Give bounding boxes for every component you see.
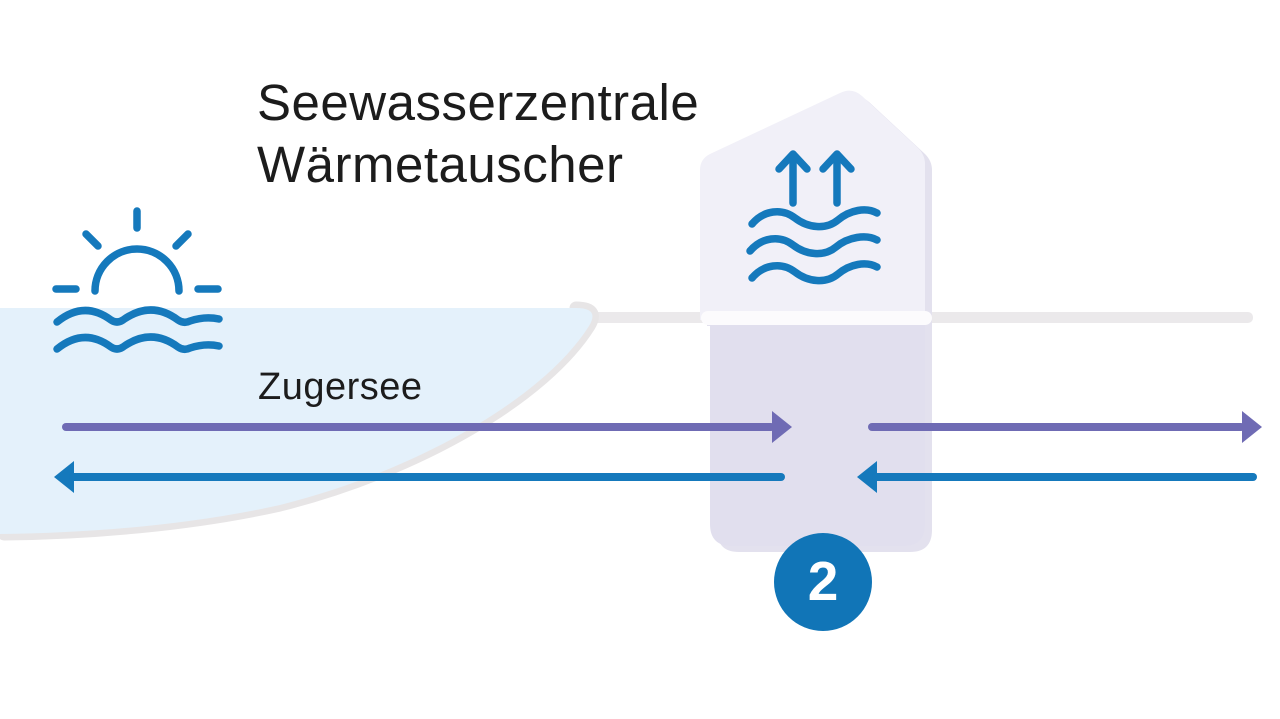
sun-over-water-icon	[52, 207, 223, 354]
diagram-title-line2: Wärmetauscher	[257, 136, 624, 193]
flow-wave	[746, 233, 881, 258]
building-inlet-band	[701, 311, 932, 325]
flow-wave	[748, 206, 881, 231]
flow-wave	[748, 260, 881, 285]
up-arrow-head	[775, 150, 811, 173]
return-arrow-right-head	[857, 461, 877, 493]
return-arrow-left-head	[54, 461, 74, 493]
diagram-title-line1: Seewasserzentrale	[257, 74, 700, 131]
building-roof	[700, 90, 925, 320]
up-arrow-head	[819, 150, 855, 173]
step-badge-number: 2	[807, 550, 839, 612]
water-wave	[53, 333, 223, 354]
water-wave	[53, 306, 223, 327]
sun-arc	[91, 245, 183, 295]
supply-flow-purple	[62, 411, 1262, 443]
step-badge-circle	[774, 533, 872, 631]
lake-label: Zugersee	[258, 366, 423, 408]
sun-ray-right	[172, 230, 192, 250]
lake-shape	[0, 308, 593, 534]
diagram-title: Seewasserzentrale Wärmetauscher	[257, 72, 699, 196]
heat-rising-icon	[746, 150, 881, 285]
building-base	[710, 320, 925, 546]
return-flow-blue	[54, 461, 1257, 493]
sun-ray-left	[82, 230, 102, 250]
supply-arrow-right-head	[1242, 411, 1262, 443]
supply-arrow-left-head	[772, 411, 792, 443]
